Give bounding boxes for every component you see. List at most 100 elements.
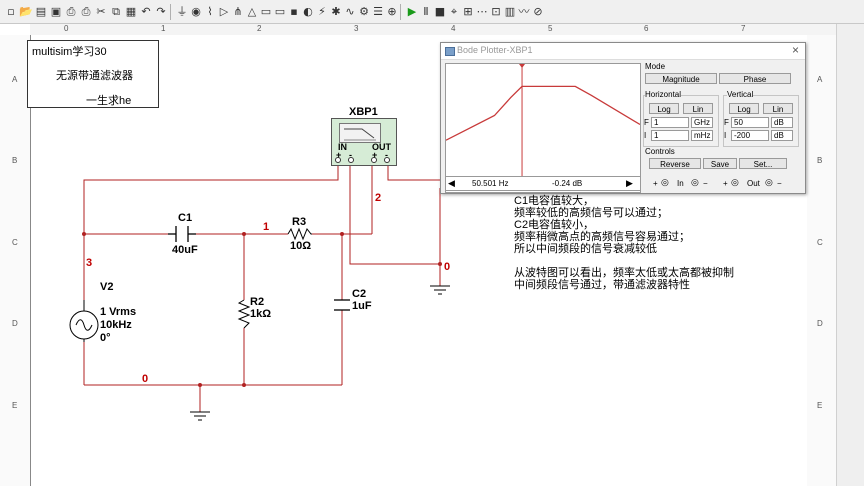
power-icon[interactable]: ⚡	[318, 5, 326, 18]
bode-plotter-instrument[interactable]: IN OUT + - + -	[331, 118, 397, 166]
hierarchy-icon[interactable]: ⊞	[463, 5, 473, 18]
vertical-lin-button[interactable]: Lin	[763, 103, 793, 114]
resistor-r2-symbol	[237, 299, 251, 329]
bode-plotter-window[interactable]: Bode Plotter-XBP1 × ◀ 50.501 Hz -0.24 dB…	[440, 42, 806, 194]
controls-group-label: Controls	[645, 147, 675, 156]
pause-icon[interactable]: Ⅱ	[423, 5, 429, 18]
connector-icon[interactable]: ⊕	[387, 5, 397, 18]
indicator-icon[interactable]: ◐	[303, 5, 313, 18]
set-button[interactable]: Set...	[739, 158, 787, 169]
r3-ref[interactable]: R3	[292, 216, 307, 228]
cmos-icon[interactable]: ▭	[274, 5, 286, 18]
print-icon[interactable]: ⎙	[81, 5, 91, 18]
paste-icon[interactable]: ▦	[125, 5, 137, 18]
bode-window-titlebar[interactable]: Bode Plotter-XBP1 ×	[441, 43, 805, 60]
save-icon[interactable]: ▣	[50, 5, 62, 18]
c1-ref[interactable]: C1	[178, 212, 193, 224]
ttl-icon[interactable]: ▭	[260, 5, 272, 18]
vertical-initial-value[interactable]: -200	[731, 130, 769, 141]
in-terminal-icon[interactable]: ◎	[661, 177, 669, 187]
analog-icon[interactable]: △	[247, 5, 257, 18]
postprocessor-icon[interactable]: ⊘	[533, 5, 543, 18]
vertical-final-value[interactable]: 50	[731, 117, 769, 128]
v2-amplitude[interactable]: 1 Vrms	[100, 306, 137, 318]
horizontal-initial-unit[interactable]: mHz	[691, 130, 713, 141]
vertical-scrollbar[interactable]	[836, 24, 864, 486]
ground-icon[interactable]: ⏚	[176, 5, 188, 18]
out-terminal-icon[interactable]: ◎	[731, 177, 739, 187]
redo-icon[interactable]: ↷	[156, 5, 166, 18]
grapher-icon[interactable]: ▥	[504, 5, 516, 18]
mcu-icon[interactable]: ▪	[290, 5, 298, 18]
out-plus-terminal[interactable]: +	[723, 179, 728, 188]
transistor-icon[interactable]: ⋔	[233, 5, 243, 18]
vertical-i-label: I	[724, 131, 727, 140]
probe-icon[interactable]: ⌖	[450, 5, 458, 18]
open-folder-icon[interactable]: 📂	[19, 5, 33, 18]
in-terminal-label: In	[677, 179, 684, 188]
r2-ref[interactable]: R2	[250, 296, 265, 308]
mode-group-label: Mode	[645, 62, 666, 71]
out-minus-sign: −	[777, 179, 782, 188]
rf-icon[interactable]: ∿	[345, 5, 355, 18]
misc-icon[interactable]: ✱	[331, 5, 341, 18]
bus-icon[interactable]: ⋯	[476, 5, 488, 18]
ruler-top-mark: 0	[64, 24, 69, 33]
stop-icon[interactable]: ■	[434, 5, 446, 18]
close-icon[interactable]: ×	[791, 43, 799, 57]
vertical-initial-unit[interactable]: dB	[771, 130, 793, 141]
horizontal-final-value[interactable]: 1	[651, 117, 689, 128]
ruler-top-mark: 4	[451, 24, 456, 33]
phase-button[interactable]: Phase	[719, 73, 791, 84]
resistor-icon[interactable]: ⌇	[207, 5, 213, 18]
horizontal-final-unit[interactable]: GHz	[691, 117, 713, 128]
electromech-icon[interactable]: ⚙	[359, 5, 369, 18]
ruler-left-mark: B	[12, 156, 18, 165]
v2-phase[interactable]: 0°	[100, 332, 111, 344]
in-minus-terminal-icon[interactable]: ◎	[691, 177, 699, 187]
save-button[interactable]: Save	[703, 158, 737, 169]
instrument-icon[interactable]: ⊡	[491, 5, 501, 18]
vertical-final-unit[interactable]: dB	[771, 117, 793, 128]
ground-symbol-instrument	[430, 285, 450, 295]
cursor-left-arrow[interactable]: ◀	[448, 178, 455, 188]
cursor-right-arrow[interactable]: ▶	[626, 178, 633, 188]
print-preview-icon[interactable]: ⎙	[66, 5, 76, 18]
in-plus-terminal[interactable]: +	[653, 179, 658, 188]
instrument-screen-icon	[339, 123, 381, 143]
c2-ref[interactable]: C2	[352, 288, 367, 300]
horizontal-initial-value[interactable]: 1	[651, 130, 689, 141]
undo-icon[interactable]: ↶	[141, 5, 151, 18]
analysis-icon[interactable]: 〰	[518, 5, 530, 18]
horizontal-lin-button[interactable]: Lin	[683, 103, 713, 114]
diode-icon[interactable]: ▷	[219, 5, 229, 18]
cut-icon[interactable]: ✂	[96, 5, 106, 18]
copy-icon[interactable]: ⧉	[112, 5, 120, 18]
c1-value[interactable]: 40uF	[172, 244, 198, 256]
run-icon[interactable]: ▶	[407, 5, 417, 18]
cursor-handle[interactable]	[519, 64, 526, 68]
ruler-right-mark: E	[817, 401, 823, 410]
bode-plot-area[interactable]	[445, 63, 641, 193]
v2-ref[interactable]: V2	[100, 281, 114, 293]
out-minus-label: -	[385, 150, 388, 160]
source-icon[interactable]: ◉	[191, 5, 201, 18]
open-icon[interactable]: ▤	[35, 5, 47, 18]
r3-value[interactable]: 10Ω	[290, 240, 312, 252]
reverse-button[interactable]: Reverse	[649, 158, 701, 169]
out-minus-terminal-icon[interactable]: ◎	[765, 177, 773, 187]
out-plus-label: +	[372, 150, 378, 160]
v2-frequency[interactable]: 10kHz	[100, 319, 132, 331]
ruler-left-mark: D	[12, 319, 18, 328]
instrument-ref[interactable]: XBP1	[349, 106, 378, 118]
magnitude-button[interactable]: Magnitude	[645, 73, 717, 84]
r2-value[interactable]: 1kΩ	[250, 308, 272, 320]
vertical-log-button[interactable]: Log	[729, 103, 759, 114]
ladder-icon[interactable]: ☰	[373, 5, 383, 18]
horizontal-log-button[interactable]: Log	[649, 103, 679, 114]
horizontal-i-label: I	[644, 131, 647, 140]
c2-value[interactable]: 1uF	[352, 300, 372, 312]
new-file-icon[interactable]: ▫	[7, 5, 15, 18]
